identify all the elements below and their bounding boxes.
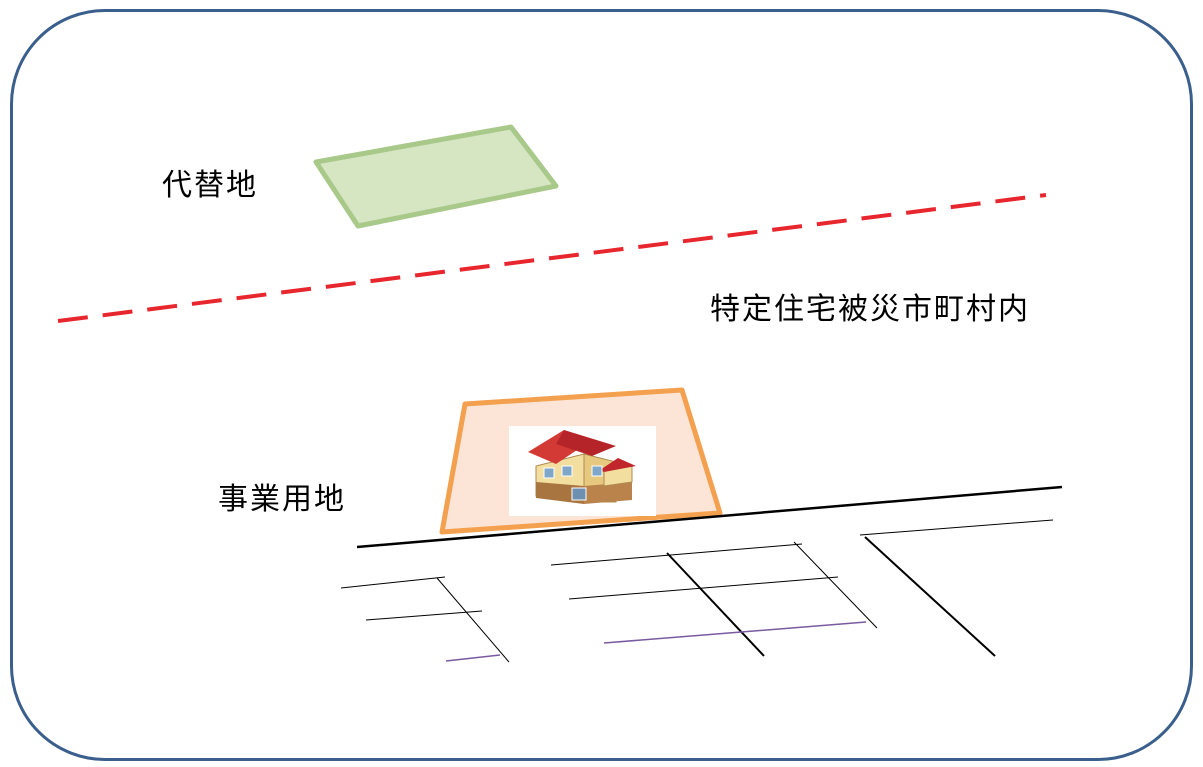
street-line	[340, 576, 446, 589]
diagram-frame	[10, 9, 1193, 761]
municipality-label: 特定住宅被災市町村内	[710, 292, 1030, 327]
municipality-boundary-line	[57, 193, 1047, 323]
street-line	[864, 536, 996, 657]
street-line	[793, 541, 878, 629]
alternative-site-parcel	[313, 124, 559, 229]
house-icon	[509, 426, 656, 516]
street-line-purple	[445, 654, 501, 662]
street-line	[550, 543, 803, 566]
business-site-label: 事業用地	[218, 482, 346, 517]
road-line	[356, 485, 1063, 549]
alternative-site-label: 代替地	[162, 168, 258, 203]
street-line	[568, 576, 839, 600]
street-line-purple	[603, 621, 867, 644]
street-line	[666, 552, 765, 657]
street-line	[859, 519, 1054, 536]
street-line	[365, 610, 483, 621]
street-line	[436, 577, 510, 663]
